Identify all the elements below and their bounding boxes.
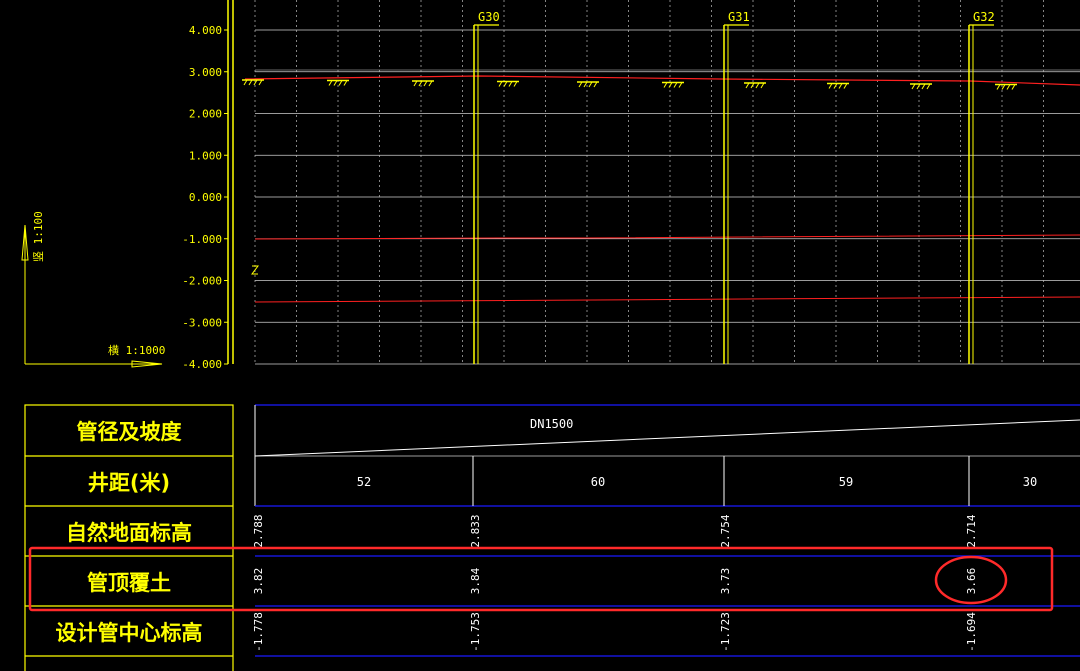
hatch-mark — [497, 80, 519, 87]
well-distance: 59 — [839, 475, 853, 489]
ytick-label: 3.000 — [189, 66, 222, 79]
pipe-center-elevation: -1.778 — [252, 612, 265, 652]
pipe-center-elevation: -1.753 — [469, 612, 482, 652]
ground-hatch-marks — [242, 79, 1017, 90]
manhole-label: G32 — [973, 10, 995, 24]
hatch-mark — [327, 79, 349, 86]
ytick-label: -1.000 — [182, 233, 222, 246]
ytick-label: -3.000 — [182, 316, 222, 329]
pipe-cover: 3.66 — [965, 568, 978, 595]
ytick-label: 0.000 — [189, 191, 222, 204]
pipe-cover: 3.73 — [719, 568, 732, 595]
ytick-label: 4.000 — [189, 24, 222, 37]
manholes: G30 G31 G32 — [473, 10, 995, 364]
ytick-label: -2.000 — [182, 275, 222, 288]
ground-elevation: 2.754 — [719, 514, 732, 547]
ground-elevation: 2.714 — [965, 514, 978, 547]
ground-elevation: 2.833 — [469, 514, 482, 547]
row-label: 管顶覆土 — [87, 571, 171, 595]
hatch-mark — [662, 81, 684, 88]
ytick-label: 1.000 — [189, 149, 222, 162]
pipe-bottom-line — [254, 296, 1080, 303]
well-distance: 52 — [357, 475, 371, 489]
row-label: 设计管中心标高 — [56, 621, 203, 645]
horizontal-scale-indicator: 横 1:1000 — [25, 343, 165, 368]
hatch-mark — [827, 82, 849, 89]
profile-grid — [254, 0, 1080, 365]
highlight-circle-last-cover — [934, 555, 1008, 605]
pipe-center-elevation: -1.723 — [719, 612, 732, 652]
ytick-label: 2.000 — [189, 108, 222, 121]
hatch-mark — [412, 80, 434, 87]
pipe-center-elevation: -1.694 — [965, 612, 978, 652]
vertical-scale-indicator: 竖 1:100 — [21, 211, 45, 364]
ground-elevation: 2.788 — [252, 514, 265, 547]
hatch-mark — [910, 83, 932, 90]
vertical-scale-label: 竖 1:100 — [32, 211, 45, 262]
manhole-g32: G32 — [968, 10, 995, 364]
hatch-mark — [995, 83, 1017, 90]
row-label: 管径及坡度 — [77, 420, 182, 444]
manhole-label: G30 — [478, 10, 500, 24]
break-symbol — [251, 265, 259, 275]
manhole-label: G31 — [728, 10, 750, 24]
ground-line — [244, 75, 1080, 86]
slope-line — [254, 419, 1080, 457]
manhole-g30: G30 — [473, 10, 500, 364]
manhole-g31: G31 — [723, 10, 750, 364]
highlight-box-pipe-cover — [28, 546, 1054, 612]
pipe-cover: 3.84 — [469, 567, 482, 594]
row-label: 井距(米) — [88, 471, 170, 495]
pipe-cover: 3.82 — [252, 568, 265, 595]
horizontal-scale-label: 横 1:1000 — [108, 343, 165, 357]
hatch-mark — [242, 79, 264, 86]
hatch-mark — [577, 81, 599, 88]
pipe-top-line — [254, 234, 1080, 240]
pipe-spec: DN1500 — [530, 417, 573, 431]
well-distance: 60 — [591, 475, 605, 489]
well-distance: 30 — [1023, 475, 1037, 489]
row-label: 自然地面标高 — [66, 521, 192, 545]
elevation-axis: 4.000 3.000 2.000 1.000 0.000 -1.000 -2.000 -3.… — [182, 0, 234, 371]
ytick-label: -4.000 — [182, 358, 222, 371]
hatch-mark — [744, 82, 766, 89]
